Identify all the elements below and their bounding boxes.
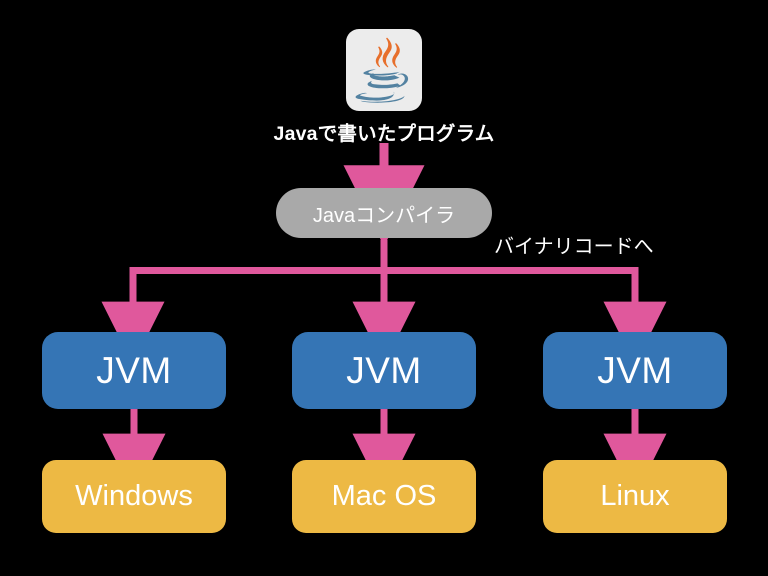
program-caption: Javaで書いたプログラム: [273, 123, 495, 145]
os-node-macos[interactable]: Mac OS: [292, 460, 476, 533]
os-node-windows[interactable]: Windows: [42, 460, 226, 533]
java-compiler-node[interactable]: Javaコンパイラ: [276, 188, 492, 238]
jvm-node-windows[interactable]: JVM: [42, 332, 226, 409]
java-logo-icon: [346, 29, 422, 111]
os-node-linux[interactable]: Linux: [543, 460, 727, 533]
binary-code-label: バイナリコードへ: [494, 236, 654, 258]
jvm-node-linux[interactable]: JVM: [543, 332, 727, 409]
jvm-node-macos[interactable]: JVM: [292, 332, 476, 409]
